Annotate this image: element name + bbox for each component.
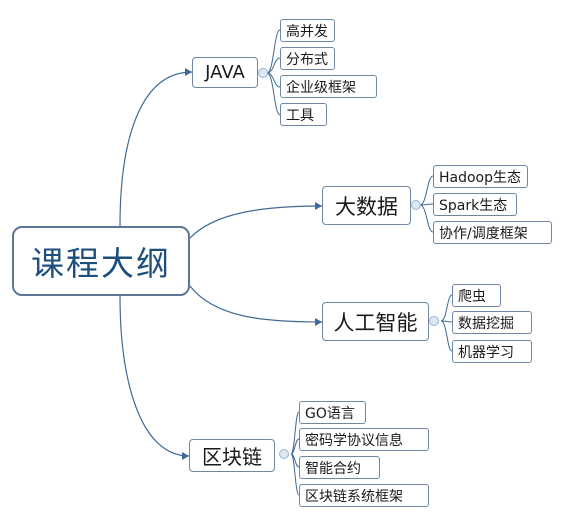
arrowhead-java bbox=[185, 68, 192, 76]
leaf-bigdata-2[interactable]: Spark生态 bbox=[433, 193, 517, 216]
root-node[interactable]: 课程大纲 bbox=[12, 226, 190, 296]
branch-blockchain[interactable]: 区块链 bbox=[189, 439, 275, 472]
leaf-bigdata-1[interactable]: Hadoop生态 bbox=[433, 165, 528, 188]
leaf-blockchain-4[interactable]: 区块链系统框架 bbox=[299, 484, 429, 507]
connector-bigdata-leaf-1 bbox=[419, 175, 434, 206]
collapse-toggle-java[interactable] bbox=[258, 68, 268, 78]
connector-blockchain-leaf-4 bbox=[290, 453, 300, 496]
leaf-blockchain-1[interactable]: GO语言 bbox=[299, 401, 366, 424]
arrowhead-ai bbox=[315, 318, 322, 326]
connector-bigdata-leaf-3 bbox=[419, 204, 434, 233]
connector-root-blockchain bbox=[119, 295, 190, 457]
arrowhead-blockchain bbox=[182, 452, 189, 460]
branch-java[interactable]: JAVA bbox=[192, 57, 258, 88]
branch-bigdata[interactable]: 大数据 bbox=[322, 186, 411, 225]
leaf-blockchain-3[interactable]: 智能合约 bbox=[299, 456, 380, 479]
leaf-java-3[interactable]: 企业级框架 bbox=[280, 75, 377, 98]
collapse-toggle-ai[interactable] bbox=[429, 316, 439, 326]
leaf-java-2[interactable]: 分布式 bbox=[280, 47, 335, 70]
connector-java-leaf-2 bbox=[266, 57, 281, 74]
leaf-java-1[interactable]: 高并发 bbox=[280, 19, 335, 42]
connector-java-leaf-4 bbox=[266, 72, 281, 116]
leaf-ai-1[interactable]: 爬虫 bbox=[452, 284, 501, 307]
leaf-blockchain-2[interactable]: 密码学协议信息 bbox=[299, 428, 429, 451]
leaf-ai-2[interactable]: 数据挖掘 bbox=[452, 311, 532, 334]
leaf-bigdata-3[interactable]: 协作/调度框架 bbox=[433, 221, 552, 244]
leaf-ai-3[interactable]: 机器学习 bbox=[452, 340, 532, 363]
connector-root-java bbox=[119, 71, 193, 227]
arrowhead-bigdata bbox=[315, 202, 322, 210]
connector-blockchain-leaf-1 bbox=[290, 411, 300, 455]
leaf-java-4[interactable]: 工具 bbox=[280, 103, 327, 126]
connector-ai-leaf-3 bbox=[440, 320, 453, 352]
connector-root-ai bbox=[189, 285, 323, 323]
branch-ai[interactable]: 人工智能 bbox=[322, 302, 429, 341]
collapse-toggle-bigdata[interactable] bbox=[411, 200, 421, 210]
connector-blockchain-leaf-2 bbox=[290, 438, 300, 455]
collapse-toggle-blockchain[interactable] bbox=[279, 449, 289, 459]
connector-java-leaf-1 bbox=[266, 29, 281, 74]
connector-root-bigdata bbox=[189, 205, 323, 239]
connector-ai-leaf-1 bbox=[440, 294, 453, 322]
